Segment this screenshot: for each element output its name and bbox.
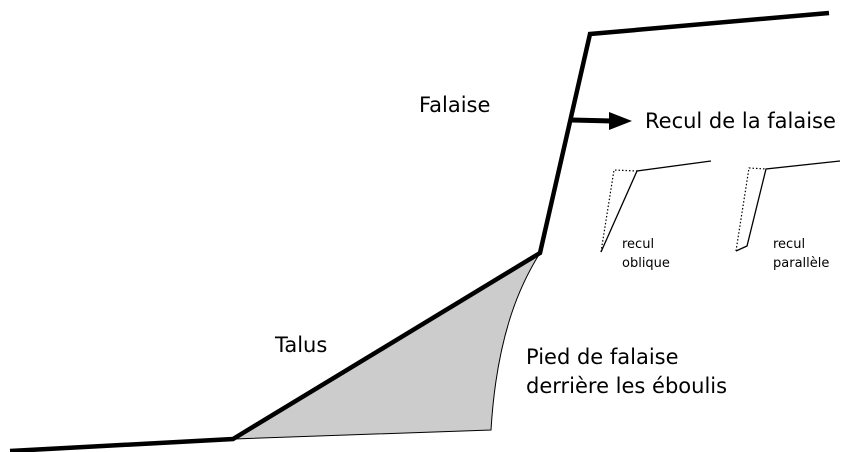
recul-parallele-label-line1: recul: [773, 237, 805, 252]
retreat-arrow-icon: [571, 112, 632, 130]
recul-falaise-label: Recul de la falaise: [645, 109, 836, 133]
pied-falaise-label-line1: Pied de falaise: [526, 345, 679, 369]
recul-oblique-label-line1: recul: [622, 237, 654, 252]
falaise-label: Falaise: [419, 93, 490, 117]
parallel-retreat-sketch: [735, 160, 841, 252]
talus-label: Talus: [274, 333, 327, 357]
recul-oblique-label-line2: oblique: [622, 256, 670, 271]
oblique-retreat-sketch: [600, 160, 712, 253]
pied-falaise-label-line2: derrière les éboulis: [526, 374, 727, 398]
recul-parallele-label-line2: parallèle: [773, 256, 829, 271]
cliff-profile-line: [9, 10, 830, 452]
